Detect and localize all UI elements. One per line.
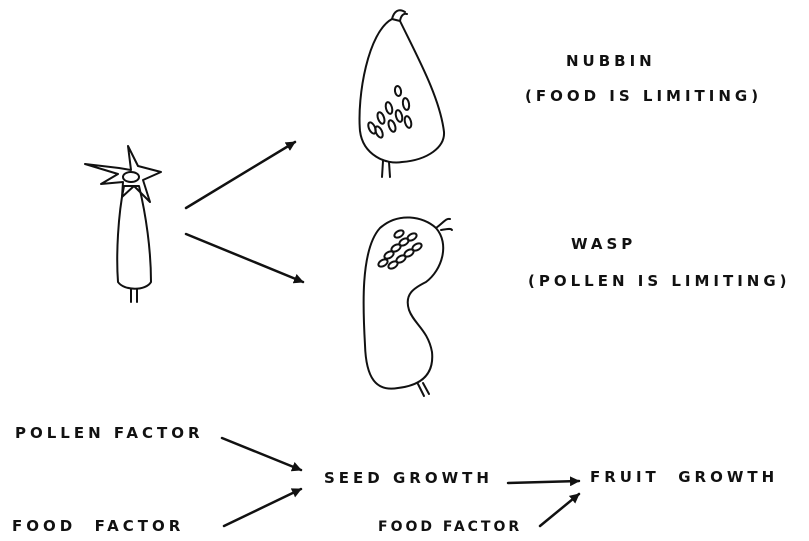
wasp-stem bbox=[418, 383, 429, 396]
nubbin-stem bbox=[382, 161, 390, 177]
arrow-flower-to-wasp bbox=[186, 234, 303, 282]
flower-illustration bbox=[85, 146, 161, 302]
nubbin-fruit-illustration bbox=[360, 10, 445, 177]
wasp-outline bbox=[364, 217, 444, 388]
arrow-food-to-fruit bbox=[540, 494, 579, 526]
wasp-tip bbox=[436, 219, 452, 230]
wasp-seeds bbox=[377, 229, 423, 270]
wasp-note: (POLLEN IS LIMITING) bbox=[528, 274, 791, 289]
nubbin-title: NUBBIN bbox=[566, 54, 656, 69]
arrow-flower-to-nubbin bbox=[186, 142, 295, 208]
pollen-factor-label: POLLEN FACTOR bbox=[15, 426, 204, 441]
flower-center bbox=[123, 172, 139, 182]
food-factor-left-label: FOOD FACTOR bbox=[12, 519, 184, 534]
wasp-fruit-illustration bbox=[364, 217, 452, 396]
arrow-food-to-seed bbox=[224, 489, 301, 526]
nubbin-note: (FOOD IS LIMITING) bbox=[525, 89, 762, 104]
nubbin-seeds bbox=[367, 86, 413, 139]
wasp-title: WASP bbox=[571, 237, 636, 252]
seed-growth-label: SEED GROWTH bbox=[324, 471, 493, 486]
fruit-growth-label: FRUIT GROWTH bbox=[590, 470, 778, 485]
arrow-seed-to-fruit bbox=[508, 481, 579, 483]
flower-stem bbox=[131, 289, 137, 302]
flower-ovary bbox=[117, 186, 151, 289]
food-factor-bottom-label: FOOD FACTOR bbox=[378, 520, 522, 534]
arrow-pollen-to-seed bbox=[222, 438, 301, 470]
